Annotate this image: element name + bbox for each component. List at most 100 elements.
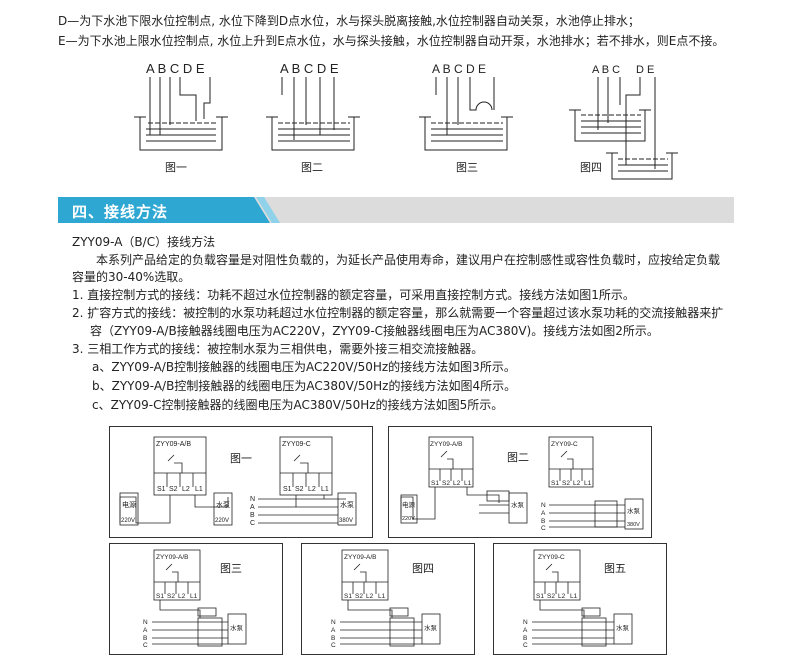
section-band (58, 197, 734, 223)
p3-pump: 水泵 (230, 623, 244, 632)
level-figure-3 (419, 77, 513, 151)
p3-phase-b: B (143, 635, 147, 642)
p5-phase-c: C (523, 642, 528, 649)
p2-phase-b: B (541, 518, 545, 525)
p4-term-s1: S1 (344, 593, 352, 600)
p2c-term-l2: L2 (573, 480, 581, 487)
p2-power-v: 220V (402, 516, 415, 522)
p1c-term-s2: S2 (295, 486, 304, 493)
p3-phase-n: N (143, 619, 148, 626)
intro-line-2: 容量的30-40%选取。 (72, 270, 191, 284)
p2-phase-n: N (541, 502, 546, 509)
item-2a: 2. 扩容方式的接线：被控制的水泵功耗超过水位控制器的额定容量，那么就需要一个容… (72, 306, 724, 320)
p5-phase-n: N (523, 619, 528, 626)
p1c-pump-v2: 380V (339, 518, 353, 524)
item-3c: c、ZYY09-C控制接触器的线圈电压为AC380V/50Hz的接线方法如图5所… (92, 398, 504, 412)
fig4-letters-de: D E (636, 64, 654, 76)
level-figure-4 (569, 77, 678, 180)
wiring-panel-5: ZYY09-C S1 S2 L2 L1 水泵 N A B C 图五 (493, 543, 667, 655)
p5-term-s1: S1 (536, 593, 544, 600)
p5-model: ZYY09-C (538, 554, 565, 561)
p3-term-l1: L1 (190, 593, 198, 600)
fig1-letters: A B C D E (146, 61, 205, 76)
p1-phase-b: B (250, 512, 255, 519)
p1-pump: 水泵 (216, 500, 230, 509)
p1-term-l1: L1 (195, 486, 203, 493)
p3-term-l2: L2 (178, 593, 186, 600)
item-3b: b、ZYY09-A/B控制接触器的线圈电压为AC380V/50Hz的接线方法如图… (92, 379, 517, 393)
fig1-caption: 图一 (165, 161, 187, 174)
p4-term-l1: L1 (378, 593, 386, 600)
p2-power: 电源 (402, 500, 416, 509)
p2-pump: 水泵 (511, 500, 525, 509)
p3-phase-c: C (143, 642, 148, 649)
fig2-letters: A B C D E (280, 61, 339, 76)
p2-term-l1: L1 (464, 480, 472, 487)
p4-caption: 图四 (412, 562, 434, 575)
p2-pump-v: 380V (627, 522, 640, 528)
fig4-caption: 图四 (580, 161, 602, 174)
p4-model: ZYY09-A/B (344, 554, 377, 561)
wiring-panel-3: ZYY09-A/B S1 S2 L2 L1 水泵 N A B C 图三 (109, 543, 283, 655)
p4-phase-n: N (331, 619, 336, 626)
p1-term-l2: L2 (182, 486, 190, 493)
p2c-pump: 水泵 (627, 506, 641, 515)
p2-term-s1: S1 (431, 480, 439, 487)
p2-term-s2: S2 (442, 480, 450, 487)
p3-term-s2: S2 (167, 593, 175, 600)
p1-term-s2: S2 (169, 486, 178, 493)
intro-line-1: 本系列产品给定的负载容量是对阻性负载的，为延长产品使用寿命，建议用户在控制感性或… (96, 253, 721, 267)
p5-term-s2: S2 (547, 593, 555, 600)
p1c-term-s1: S1 (283, 486, 292, 493)
p1c-term-l1: L1 (321, 486, 329, 493)
p1-power: 电源 (122, 500, 136, 509)
p1-phase-c: C (250, 520, 255, 527)
p3-phase-a: A (143, 627, 148, 634)
p3-model: ZYY09-A/B (156, 554, 189, 561)
fig2-caption: 图二 (301, 161, 323, 174)
p1-phase-a: A (250, 504, 255, 511)
section-title: 四、接线方法 (72, 203, 169, 221)
p2c-term-s2: S2 (562, 480, 570, 487)
p2-phase-c: C (541, 525, 546, 532)
p4-pump: 水泵 (424, 623, 438, 632)
p1c-term-l2: L2 (308, 486, 316, 493)
wiring-panel-4: ZYY09-A/B S1 S2 L2 L1 水泵 N A B C 图四 (301, 543, 475, 655)
model-title: ZYY09-A（B/C）接线方法 (72, 235, 216, 249)
p4-phase-a: A (331, 627, 336, 634)
fig3-letters: A B C D E (432, 62, 486, 76)
p4-phase-b: B (331, 635, 335, 642)
p4-phase-c: C (331, 642, 336, 649)
p5-caption: 图五 (604, 562, 626, 575)
item-1: 1. 直接控制方式的接线：功耗不超过水位控制器的额定容量，可采用直接控制方式。接… (72, 288, 635, 302)
p5-phase-a: A (523, 627, 528, 634)
p1-power-v: 220V (121, 518, 135, 524)
wiring-panel-1: ZYY09-A/B ZYY09-C S1 S2 L2 L1 S1 S2 L2 L… (109, 426, 373, 538)
p1-model-c: ZYY09-C (282, 441, 311, 448)
text-line-d: D—为下水池下限水位控制点, 水位下降到D点水位，水与探头脱离接触,水位控制器自… (58, 14, 640, 28)
p2-phase-a: A (541, 510, 546, 517)
text-line-e: E—为下水池上限水位控制点, 水位上升到E点水位，水与探头接触，水位控制器自动开… (58, 34, 725, 48)
p2c-term-l1: L1 (584, 480, 592, 487)
p5-phase-b: B (523, 635, 527, 642)
level-figure-2 (266, 77, 360, 151)
p1c-pump: 水泵 (340, 500, 354, 509)
p5-pump: 水泵 (616, 623, 630, 632)
p2c-term-s1: S1 (551, 480, 559, 487)
level-figures: A B C D E A B C D E A B C D E A B C D E … (0, 55, 796, 180)
p1-model-ab: ZYY09-A/B (156, 441, 191, 448)
p1-phase-n: N (250, 496, 255, 503)
p4-term-s2: S2 (355, 593, 363, 600)
p1-term-s1: S1 (157, 486, 166, 493)
p2-caption: 图二 (507, 451, 529, 464)
level-figure-1 (134, 77, 228, 151)
p5-term-l2: L2 (558, 593, 566, 600)
item-2b: 容（ZYY09-A/B接触器线圈电压为AC220V，ZYY09-C接触器线圈电压… (90, 324, 659, 338)
p3-caption: 图三 (220, 562, 242, 575)
p1-pump-v1: 220V (215, 518, 229, 524)
p2-model-c: ZYY09-C (551, 441, 578, 448)
p2-term-l2: L2 (453, 480, 461, 487)
fig4-letters-abc: A B C (592, 64, 620, 76)
p4-term-l2: L2 (366, 593, 374, 600)
item-3a: a、ZYY09-A/B控制接触器的线圈电压为AC220V/50Hz的接线方法如图… (92, 360, 516, 374)
